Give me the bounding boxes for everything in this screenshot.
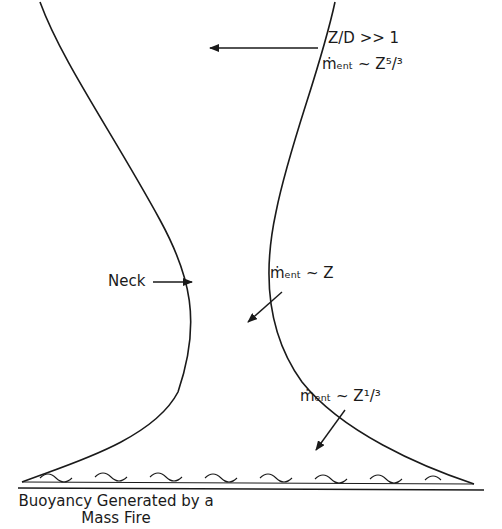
ratio-label: Z/D >> 1: [328, 30, 399, 47]
entrainment-label: ṁₑₙₜ ~ Z⁵/³: [322, 56, 403, 73]
leader-arrow: [153, 281, 192, 282]
fire-swirls: [40, 473, 441, 483]
neck-label: Neck: [108, 273, 145, 290]
entrainment-label: ṁₑₙₜ ~ Z: [270, 265, 334, 282]
leader-arrow: [316, 410, 345, 450]
fire-top: [22, 482, 474, 484]
plume-left-edge: [22, 2, 191, 482]
entrainment-label: ṁₑₙₜ ~ Z¹/³: [300, 388, 381, 405]
fire-base: [18, 488, 484, 490]
leader-arrow: [248, 292, 282, 322]
caption-text: Buoyancy Generated by a Mass Fire: [6, 493, 226, 527]
plume-right-edge: [269, 2, 474, 484]
leader-arrow: [210, 47, 318, 48]
